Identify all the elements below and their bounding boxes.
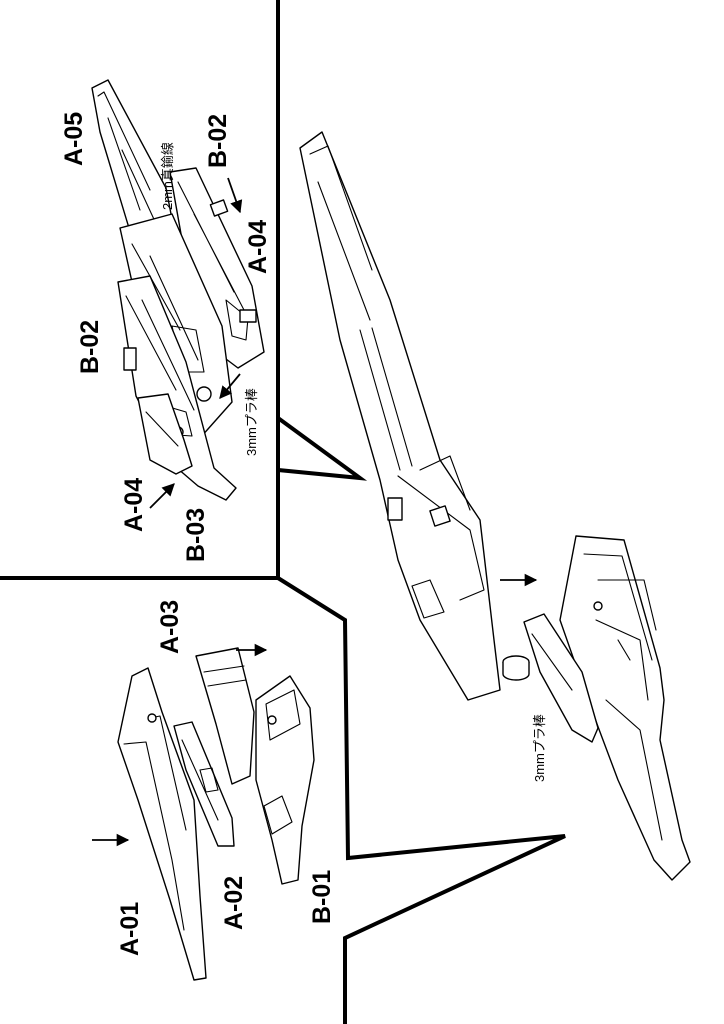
- label-a05: A-05: [60, 112, 88, 166]
- label-b02-left: B-02: [76, 320, 104, 374]
- label-b03: B-03: [182, 508, 210, 562]
- weapon-connector: [523, 613, 599, 743]
- arrow-plastic-rod-top: [219, 373, 241, 399]
- note-brass-wire: 2mm真鍮線: [160, 142, 175, 210]
- label-a01: A-01: [116, 902, 144, 956]
- note-plastic-rod-top: 3mmプラ棒: [244, 388, 259, 456]
- label-a04-left: A-04: [120, 478, 148, 532]
- part-b01: [255, 675, 315, 885]
- panel-border-bottom-left: [276, 576, 566, 1024]
- part-a03: [195, 647, 255, 785]
- assembled-weapon: [299, 131, 691, 881]
- part-a04-left: [137, 393, 193, 475]
- top-subassembly: [91, 79, 265, 501]
- label-b02-top: B-02: [204, 114, 232, 168]
- label-a03: A-03: [156, 600, 184, 654]
- label-a02: A-02: [220, 876, 248, 930]
- weapon-upper-blade: [299, 131, 501, 701]
- plastic-rod-cylinder: [502, 662, 530, 681]
- label-a04-top: A-04: [244, 220, 272, 274]
- label-b01: B-01: [308, 870, 336, 924]
- note-plastic-rod-right: 3mmプラ棒: [532, 714, 547, 782]
- arrow-a04-left: [149, 483, 175, 509]
- part-a01: [117, 667, 207, 981]
- arrow-b02-top: [227, 177, 243, 214]
- speech-tail-border-top: [276, 0, 368, 578]
